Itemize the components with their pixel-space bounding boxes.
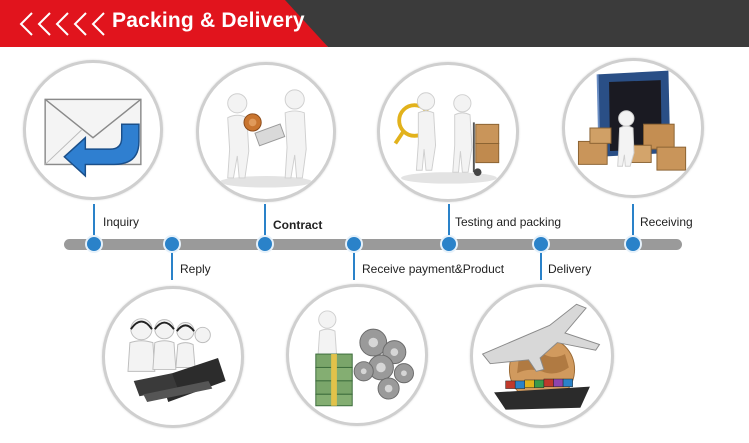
reply-illustration: [102, 286, 244, 428]
timeline-dot-inquiry: [85, 235, 103, 253]
step-label-inquiry: Inquiry: [103, 215, 139, 229]
step-label-reply: Reply: [180, 262, 211, 276]
testing-illustration: [377, 62, 519, 202]
timeline-dot-testing: [440, 235, 458, 253]
receiving-illustration: [562, 58, 704, 198]
header-banner: Packing & Delivery: [0, 0, 749, 47]
timeline-dot-delivery: [532, 235, 550, 253]
step-label-payment: Receive payment&Product: [362, 262, 504, 276]
timeline-dot-receiving: [624, 235, 642, 253]
step-label-contract: Contract: [273, 218, 322, 232]
inquiry-illustration: [23, 60, 163, 200]
magnifier-boxes-icon: [380, 65, 516, 199]
banner-dark-section: [285, 0, 749, 47]
call-center-icon: [105, 289, 241, 425]
timeline-bar: [64, 239, 682, 250]
payment-illustration: [286, 284, 428, 426]
timeline-dot-payment: [345, 235, 363, 253]
chevrons-icon: [18, 11, 106, 37]
step-label-receiving: Receiving: [640, 215, 693, 229]
step-label-delivery: Delivery: [548, 262, 591, 276]
container-boxes-icon: [565, 61, 701, 195]
contract-illustration: [196, 62, 336, 202]
step-label-testing: Testing and packing: [455, 215, 561, 229]
money-gears-icon: [289, 287, 425, 423]
page-title: Packing & Delivery: [112, 9, 305, 33]
timeline-dot-reply: [163, 235, 181, 253]
timeline-dot-contract: [256, 235, 274, 253]
handshake-contract-icon: [199, 65, 333, 199]
delivery-illustration: [470, 284, 614, 428]
plane-ship-globe-icon: [473, 287, 611, 425]
envelope-arrow-icon: [26, 63, 160, 197]
